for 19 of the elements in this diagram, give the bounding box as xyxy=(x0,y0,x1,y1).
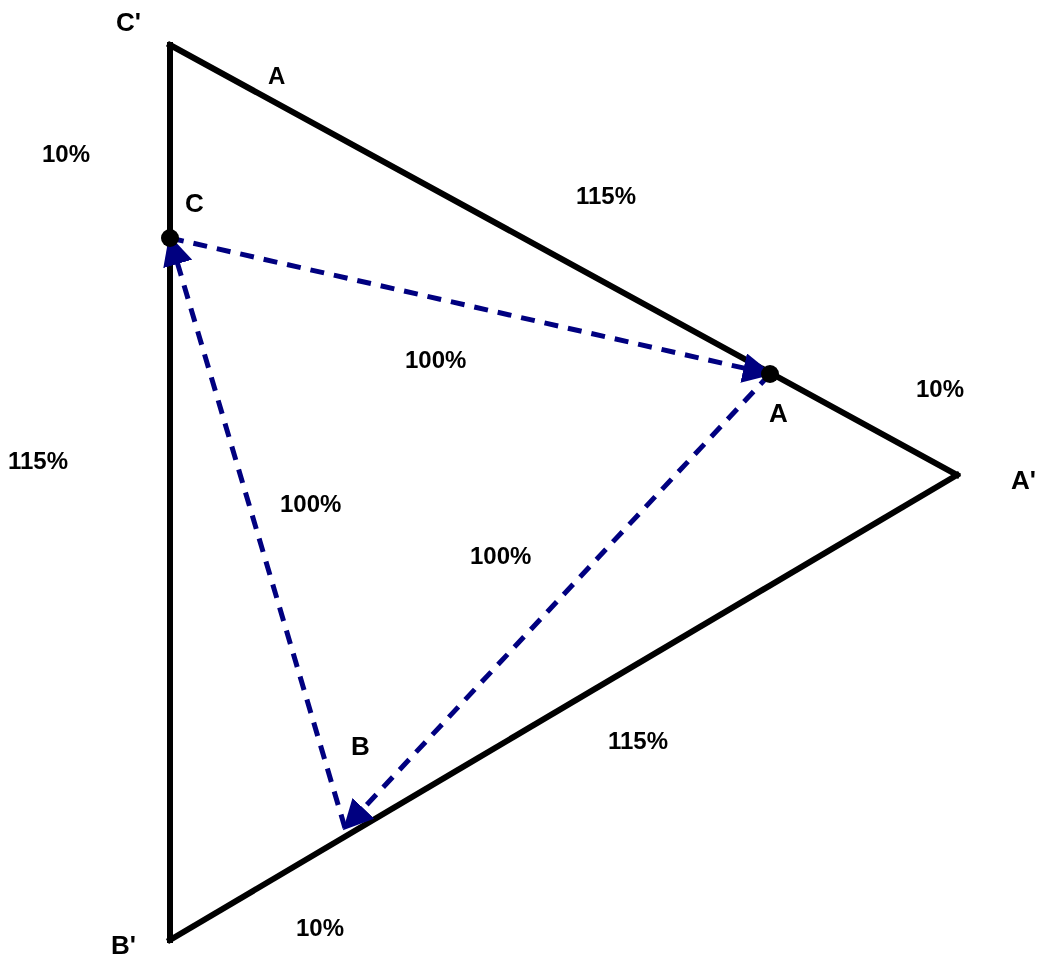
side-label: A xyxy=(268,62,286,90)
percent-label: 10% xyxy=(42,140,91,168)
vertex-label: C xyxy=(185,188,204,219)
percent-label: 10% xyxy=(916,375,965,403)
percent-label: 115% xyxy=(8,447,69,475)
percent-label: 10% xyxy=(296,914,345,942)
percent-label: 115% xyxy=(576,182,637,210)
vertex-label: C' xyxy=(116,7,141,38)
percent-label: 115% xyxy=(608,727,669,755)
vertex-label: A xyxy=(769,398,788,429)
percent-label: 100% xyxy=(280,490,342,518)
percent-label: 100% xyxy=(470,542,532,570)
vertex-label: B' xyxy=(111,930,136,961)
triangle-side-line xyxy=(167,42,173,943)
triangle-side-line xyxy=(167,42,960,478)
vertex-label: A' xyxy=(1011,465,1036,496)
vertex-label: B xyxy=(351,731,370,762)
percent-label: 100% xyxy=(405,346,467,374)
triangle-side-line xyxy=(167,472,960,943)
